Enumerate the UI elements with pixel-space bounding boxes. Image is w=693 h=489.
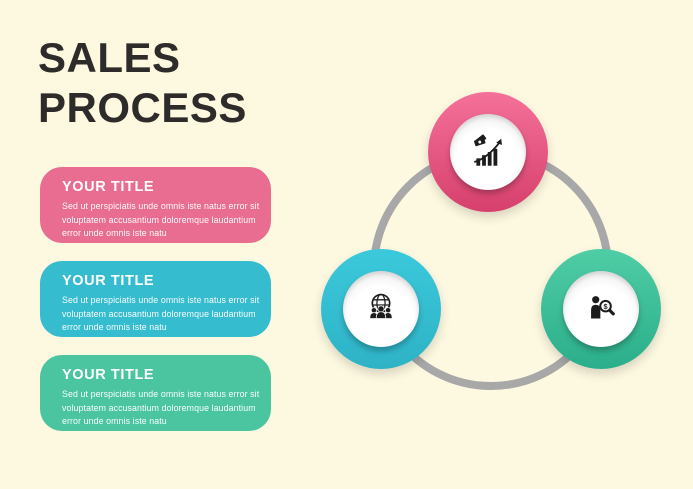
step-inner-circle: $ <box>563 271 639 347</box>
card-title: YOUR TITLE <box>62 273 155 289</box>
connector-ring <box>370 148 612 390</box>
info-card-1: YOUR TITLE Sed ut perspiciatis unde omni… <box>40 167 271 243</box>
growth-chart-icon <box>473 134 502 166</box>
step-inner-circle <box>343 271 419 347</box>
card-body: Sed ut perspiciatis unde omnis iste natu… <box>62 389 260 427</box>
global-team-icon <box>369 293 393 319</box>
card-body: Sed ut perspiciatis unde omnis iste natu… <box>62 201 260 239</box>
page-title: SALES PROCESS <box>38 34 247 131</box>
svg-text:$: $ <box>603 302 607 311</box>
process-step-team <box>321 249 441 369</box>
process-step-growth <box>428 92 548 212</box>
info-card-3: YOUR TITLE Sed ut perspiciatis unde omni… <box>40 355 271 431</box>
card-title: YOUR TITLE <box>62 179 155 195</box>
info-card-2: YOUR TITLE Sed ut perspiciatis unde omni… <box>40 261 271 337</box>
prospect-search-icon: $ <box>591 296 615 319</box>
card-body: Sed ut perspiciatis unde omnis iste natu… <box>62 295 260 333</box>
step-inner-circle <box>450 114 526 190</box>
card-title: YOUR TITLE <box>62 367 155 383</box>
process-step-prospecting: $ <box>541 249 661 369</box>
